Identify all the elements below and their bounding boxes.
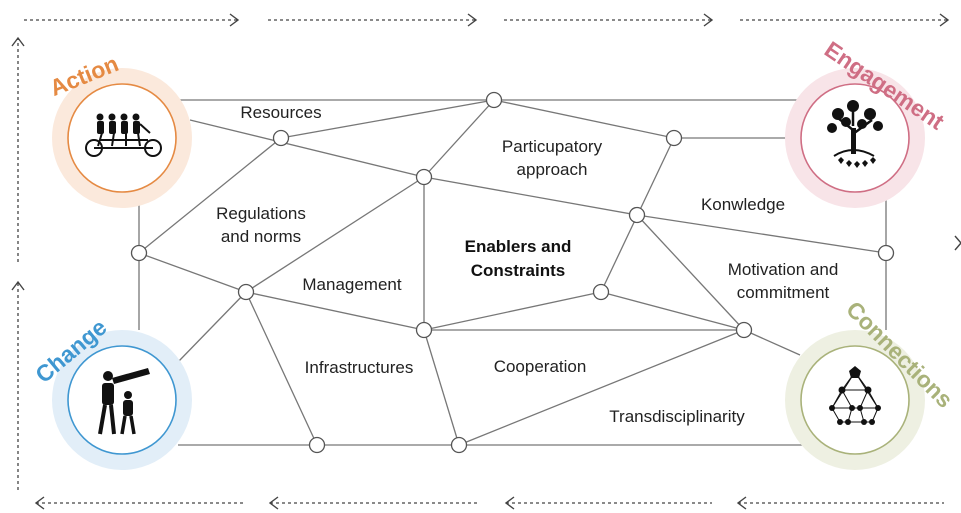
node bbox=[415, 321, 433, 339]
center-title-1: Enablers and bbox=[465, 237, 572, 256]
label-participatory-1: Particupatory bbox=[502, 137, 603, 156]
telescope-people-icon bbox=[98, 368, 150, 435]
corner-change: Change bbox=[30, 314, 192, 470]
label-resources: Resources bbox=[240, 103, 321, 122]
label-infrastructures: Infrastructures bbox=[305, 358, 414, 377]
node bbox=[628, 206, 646, 224]
flow-arrows bbox=[11, 13, 961, 510]
label-regulations-1: Regulations bbox=[216, 204, 306, 223]
corner-action: Action bbox=[46, 50, 192, 208]
change-ring bbox=[67, 345, 177, 455]
node bbox=[415, 168, 433, 186]
flow-arrow-bottom bbox=[34, 496, 944, 510]
label-management: Management bbox=[302, 275, 402, 294]
flow-arrow-top bbox=[24, 13, 950, 27]
flow-arrow-left bbox=[11, 36, 25, 490]
node bbox=[308, 436, 326, 454]
center-title-2: Constraints bbox=[471, 261, 565, 280]
corner-connections: Connections bbox=[785, 296, 958, 470]
node bbox=[130, 244, 148, 262]
action-ring bbox=[67, 83, 177, 193]
network-pyramid-icon bbox=[829, 366, 881, 425]
node bbox=[485, 91, 503, 109]
label-regulations-2: and norms bbox=[221, 227, 301, 246]
label-transdisciplinarity: Transdisciplinarity bbox=[609, 407, 745, 426]
node bbox=[272, 129, 290, 147]
tandem-bicycle-icon bbox=[85, 113, 162, 157]
node bbox=[665, 129, 683, 147]
label-motivation-1: Motivation and bbox=[728, 260, 839, 279]
corner-engagement: Engagement bbox=[785, 36, 949, 208]
edge-labels: Resources Particupatory approach Konwled… bbox=[216, 103, 838, 426]
label-cooperation: Cooperation bbox=[494, 357, 587, 376]
tree-of-hearts-icon bbox=[827, 100, 883, 168]
node bbox=[735, 321, 753, 339]
network-edges bbox=[138, 99, 887, 446]
node bbox=[237, 283, 255, 301]
node bbox=[450, 436, 468, 454]
flow-arrow-right-tip bbox=[954, 235, 961, 251]
connections-ring bbox=[800, 345, 910, 455]
node bbox=[592, 283, 610, 301]
label-knowledge: Konwledge bbox=[701, 195, 785, 214]
label-participatory-2: approach bbox=[517, 160, 588, 179]
label-motivation-2: commitment bbox=[737, 283, 830, 302]
network-nodes bbox=[130, 91, 895, 454]
node bbox=[877, 244, 895, 262]
